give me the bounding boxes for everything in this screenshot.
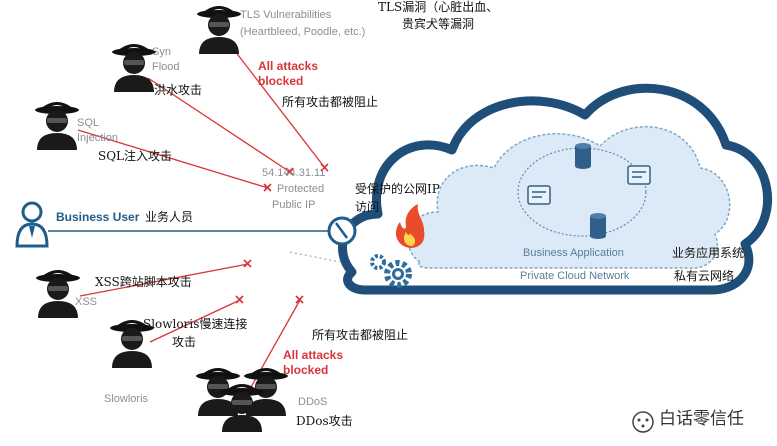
syn-cn: 洪水攻击 bbox=[154, 83, 203, 97]
wechat-logo-icon bbox=[632, 411, 654, 433]
xss-cn: XSS跨站脚本攻击 bbox=[95, 275, 192, 289]
cloud-cn-line1: 业务应用系统 bbox=[672, 246, 745, 260]
business-user-cn: 业务人员 bbox=[145, 210, 194, 224]
hacker-icon-xss bbox=[36, 270, 80, 318]
hacker-icon-sql bbox=[35, 102, 79, 150]
cloud-inner-shape bbox=[407, 125, 731, 269]
slowloris-cn-line2: 攻击 bbox=[172, 335, 197, 349]
protected-ip-line2: Public IP bbox=[272, 199, 316, 211]
server-icon-right bbox=[627, 165, 651, 185]
cloud-cn-line2: 私有云网络 bbox=[674, 269, 735, 283]
ddos-cn: DDos攻击 bbox=[296, 414, 353, 428]
private-cloud-network-label: Private Cloud Network bbox=[520, 270, 630, 282]
dashed-link bbox=[289, 251, 341, 263]
business-user-label: Business User bbox=[56, 210, 140, 224]
attack-line-tls bbox=[227, 41, 326, 169]
attack-line-syn bbox=[147, 77, 291, 173]
gear-icon-large bbox=[384, 260, 412, 288]
blocked-top-cn: 所有攻击都被阻止 bbox=[282, 95, 379, 109]
sql-label-line1: SQL bbox=[77, 117, 100, 129]
blocked-bottom-line1: All attacks bbox=[283, 348, 344, 362]
blocked-bottom-line2: blocked bbox=[283, 363, 329, 377]
protected-ip-cn-line1: 受保护的公网IP bbox=[355, 182, 440, 196]
tls-cn-line2: 贵宾犬等漏洞 bbox=[402, 17, 475, 31]
attack-line-sql bbox=[77, 129, 269, 189]
slowloris-cn-line1: Slowloris慢速连接 bbox=[143, 317, 248, 331]
attack-line-xss bbox=[79, 263, 249, 297]
blocked-bottom-cn: 所有攻击都被阻止 bbox=[312, 328, 409, 342]
private-cloud bbox=[338, 83, 772, 295]
tls-title: TLS Vulnerabilities bbox=[240, 9, 332, 21]
blocked-top-line2: blocked bbox=[258, 74, 304, 88]
syn-label-line2: Flood bbox=[152, 61, 180, 73]
xss-label: XSS bbox=[75, 296, 98, 308]
ddos-label: DDoS bbox=[298, 396, 328, 408]
gear-icon-small bbox=[370, 254, 386, 270]
tls-cn-line1: TLS漏洞（心脏出血、 bbox=[378, 0, 499, 14]
protected-ip-line1: Protected bbox=[277, 183, 325, 195]
business-application-label: Business Application bbox=[523, 247, 624, 259]
attack-line-slowloris bbox=[149, 299, 241, 343]
syn-label-line1: Syn bbox=[152, 46, 171, 58]
attack-lines bbox=[77, 41, 326, 397]
attack-line-ddos bbox=[245, 299, 301, 397]
business-user-icon bbox=[15, 201, 49, 248]
blocked-top-line1: All attacks bbox=[258, 59, 319, 73]
slowloris-label: Slowloris bbox=[104, 393, 149, 405]
attack-line-crosses bbox=[235, 163, 329, 304]
watermark-text: 白话零信任 bbox=[659, 409, 744, 429]
sql-label-line2: Injection bbox=[77, 132, 118, 144]
hacker-icon-syn bbox=[112, 44, 156, 92]
database-icon-bottom bbox=[590, 213, 606, 239]
hacker-icon-tls bbox=[197, 6, 241, 54]
gateway-icon bbox=[327, 216, 357, 246]
firewall-flame-icon bbox=[395, 204, 425, 248]
server-icon-left bbox=[527, 185, 551, 205]
protected-ip-address: 54.144.31.11 bbox=[262, 167, 326, 179]
sql-cn: SQL注入攻击 bbox=[98, 149, 173, 163]
protected-ip-cn-line2: 访问 bbox=[355, 200, 380, 214]
tls-detail: (Heartbleed, Poodle, etc.) bbox=[240, 26, 366, 38]
database-icon-top bbox=[575, 143, 591, 169]
